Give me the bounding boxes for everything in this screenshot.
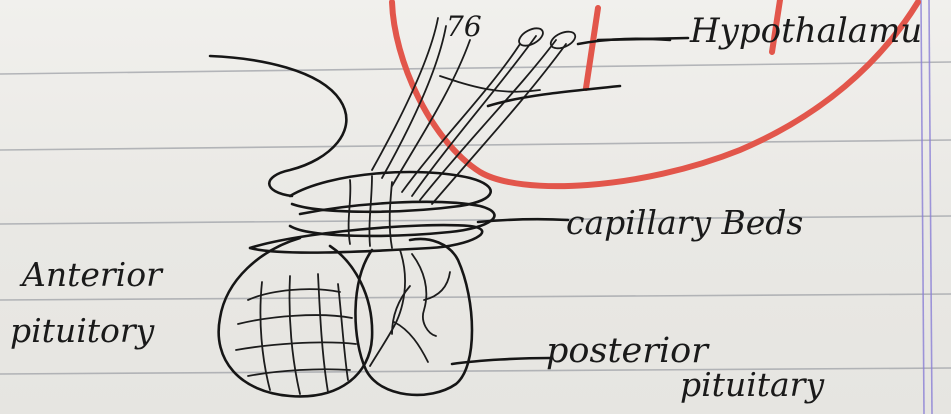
hypothalamus-neurons bbox=[210, 18, 670, 204]
capillary-beds-label: capillary Beds bbox=[566, 203, 803, 242]
anterior-label-line2: pituitory bbox=[10, 311, 155, 350]
posterior-label-line2: pituitary bbox=[680, 365, 824, 404]
hypothalamus-label: Hypothalamu bbox=[689, 11, 922, 51]
anterior-label-line1: Anterior bbox=[19, 255, 164, 294]
top-marks-label: 76 bbox=[446, 10, 482, 43]
capillary-beds-loops bbox=[250, 172, 494, 253]
